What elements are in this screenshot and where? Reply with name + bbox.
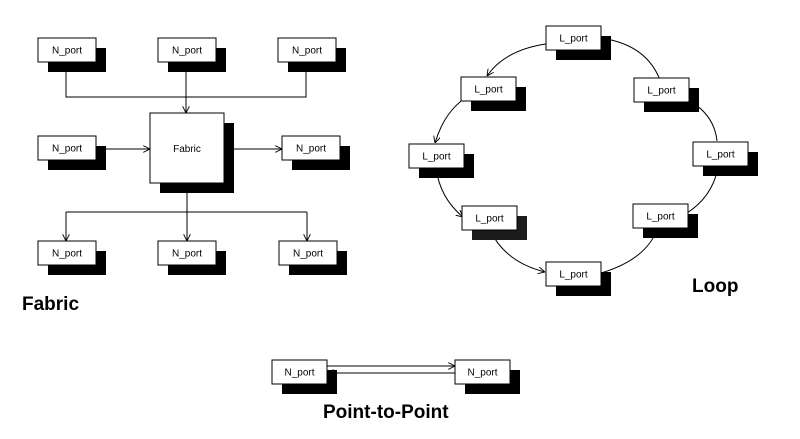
node-box xyxy=(692,141,749,167)
node-box xyxy=(277,37,337,63)
fabric-node-bottom-right: N_port xyxy=(278,240,347,275)
node-box xyxy=(157,37,217,63)
loop-node-upper-right: L_port xyxy=(633,77,699,112)
node-label: N_port xyxy=(293,249,323,260)
fabric-hub: Fabric xyxy=(149,112,234,193)
node-box xyxy=(278,240,338,266)
node-label: L_port xyxy=(559,34,588,45)
node-label: N_port xyxy=(52,46,82,57)
p2p-node-left: N_port xyxy=(271,359,337,394)
node-label: N_port xyxy=(52,144,82,155)
node-box xyxy=(281,135,341,161)
node-label: L_port xyxy=(646,212,675,223)
node-label: N_port xyxy=(296,144,326,155)
node-label: L_port xyxy=(559,270,588,281)
loop-link-top-to-upperleft xyxy=(487,43,547,76)
fabric-node-right: N_port xyxy=(281,135,350,170)
fabric-title: Fabric xyxy=(22,294,80,315)
loop-node-right: L_port xyxy=(692,141,758,176)
node-box xyxy=(408,143,465,169)
hub-label: Fabric xyxy=(173,144,201,155)
node-label: L_port xyxy=(706,150,735,161)
fabric-node-bottom-left: N_port xyxy=(37,240,106,275)
node-label: N_port xyxy=(52,249,82,260)
fabric-node-top-right: N_port xyxy=(277,37,346,72)
node-box xyxy=(632,203,689,229)
node-label: N_port xyxy=(467,368,497,379)
node-box xyxy=(37,37,97,63)
node-box xyxy=(633,77,690,103)
loop-node-lower-right: L_port xyxy=(632,203,698,238)
fabric-node-top-center: N_port xyxy=(157,37,226,72)
p2p-node-right: N_port xyxy=(454,359,520,394)
node-box xyxy=(157,240,217,266)
node-label: N_port xyxy=(292,46,322,57)
node-box xyxy=(461,205,518,231)
node-label: N_port xyxy=(172,249,202,260)
loop-node-lower-left: L_port xyxy=(461,205,527,240)
node-label: L_port xyxy=(474,85,503,96)
fabric-node-bottom-center: N_port xyxy=(157,240,226,275)
loop-node-left: L_port xyxy=(408,143,474,178)
fabric-node-left: N_port xyxy=(37,135,106,170)
p2p-connections xyxy=(327,366,455,373)
node-box xyxy=(460,76,517,102)
node-label: L_port xyxy=(422,152,451,163)
node-label: N_port xyxy=(284,368,314,379)
node-label: L_port xyxy=(647,86,676,97)
hub-box xyxy=(149,112,225,184)
fabric-node-top-left: N_port xyxy=(37,37,106,72)
node-label: N_port xyxy=(172,46,202,57)
node-box xyxy=(545,25,602,51)
point-to-point-title: Point-to-Point xyxy=(323,402,449,423)
node-box xyxy=(545,261,602,287)
loop-node-bottom: L_port xyxy=(545,261,611,296)
node-box xyxy=(37,240,97,266)
loop-link-upperleft-to-left xyxy=(435,98,465,143)
node-box xyxy=(37,135,97,161)
node-label: L_port xyxy=(475,214,504,225)
node-box xyxy=(454,359,511,385)
loop-title: Loop xyxy=(692,276,739,297)
loop-node-upper-left: L_port xyxy=(460,76,526,111)
node-box xyxy=(271,359,328,385)
loop-node-top: L_port xyxy=(545,25,611,60)
